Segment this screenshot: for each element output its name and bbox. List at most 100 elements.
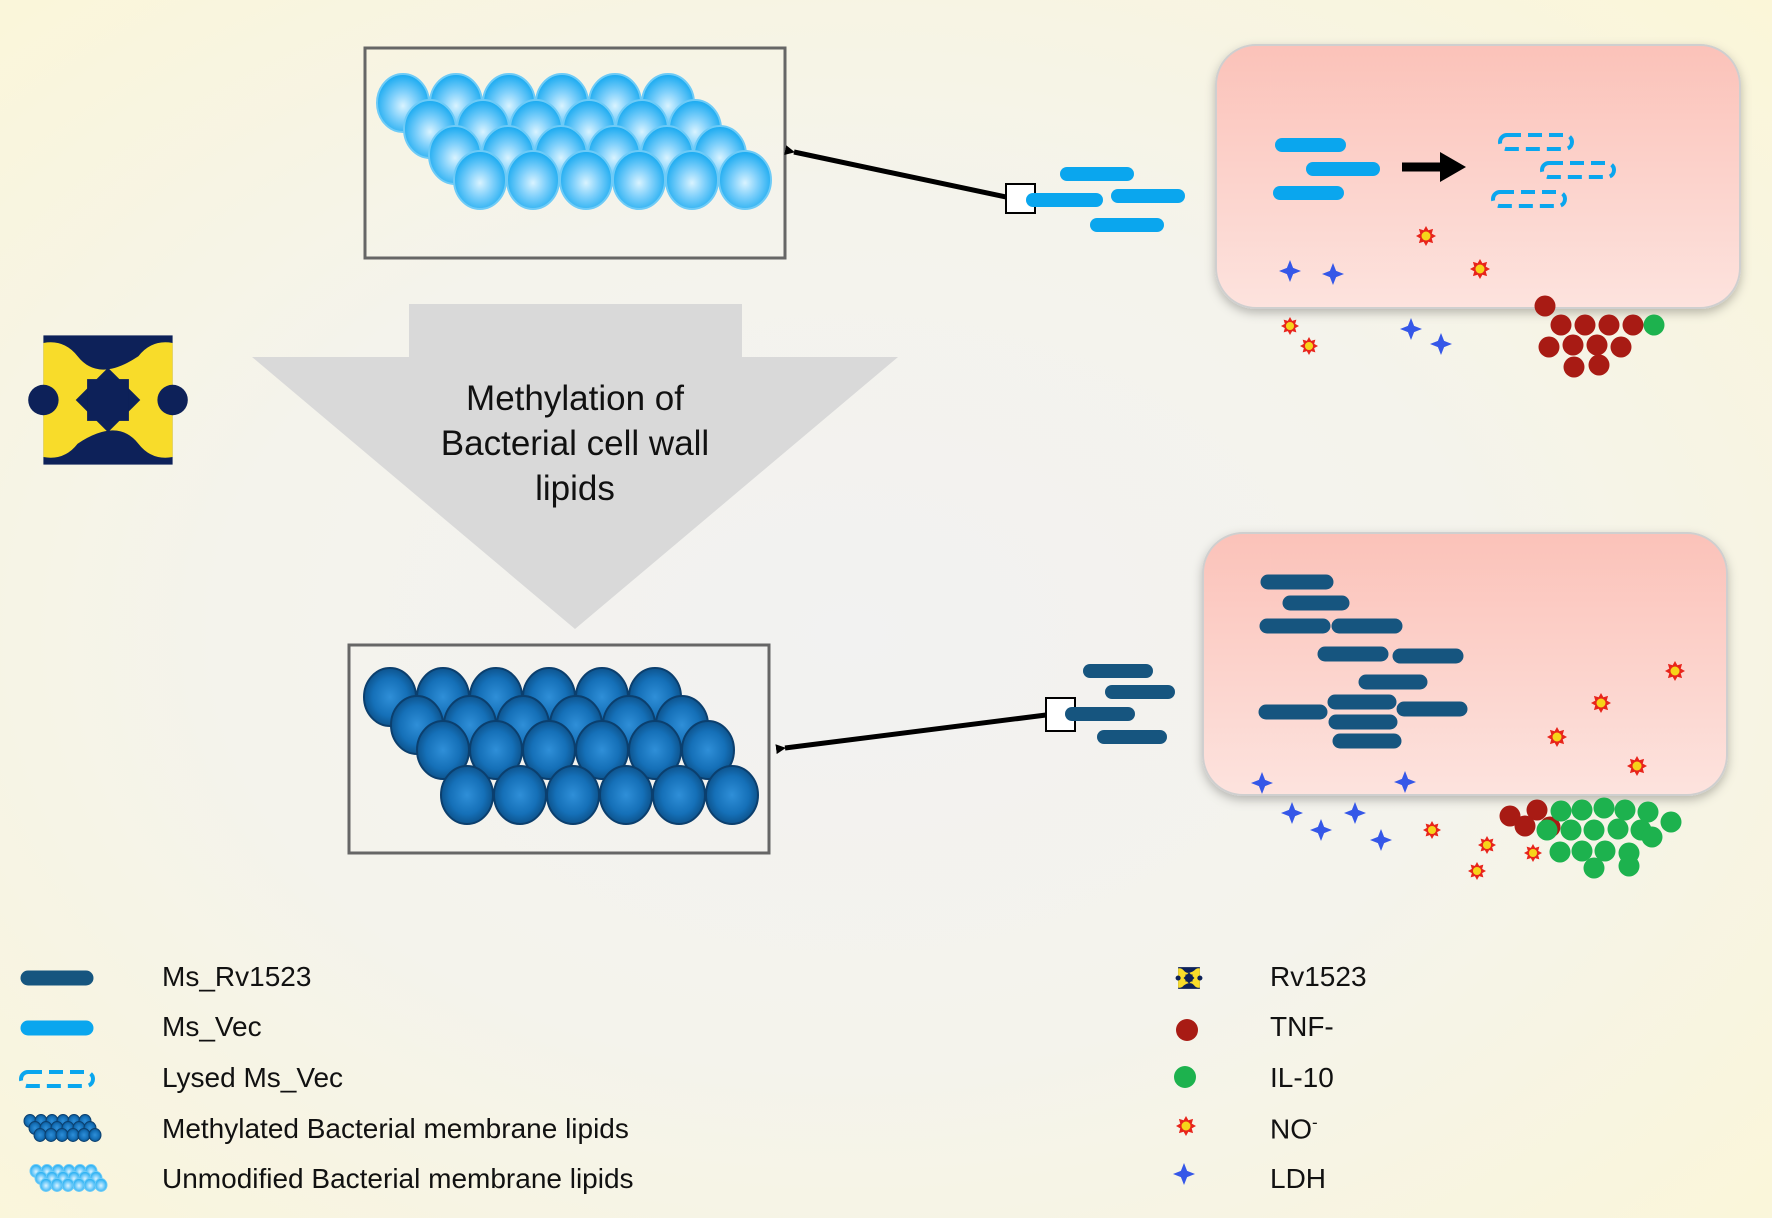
il10-dot xyxy=(1536,819,1558,841)
tnf-dot xyxy=(1499,805,1521,827)
il10-dot xyxy=(1550,800,1572,822)
lipid-bead-dark-mini xyxy=(77,1128,91,1142)
il10-dot xyxy=(1660,811,1682,833)
lipid-bead-dark xyxy=(599,765,653,825)
il10-dot xyxy=(1614,799,1636,821)
legend-label-no: NO- xyxy=(1270,1113,1318,1145)
enzyme-right-notch xyxy=(157,384,188,416)
ldh-star-icon xyxy=(1394,771,1416,793)
rv1523-enzyme-shape xyxy=(28,335,188,465)
arrow-label-line-3: lipids xyxy=(535,469,615,508)
bottom-connector-arrow xyxy=(775,712,1047,755)
lipid-bead-light xyxy=(453,150,507,210)
no-sunburst-icon xyxy=(1468,862,1486,880)
ldh-star-icon xyxy=(1281,802,1303,824)
bottom-lattice-frame xyxy=(347,643,771,855)
rv1523-enzyme-mini xyxy=(1175,967,1203,989)
no-sunburst-core xyxy=(1472,866,1482,876)
legend-il10-text: IL-10 xyxy=(1270,1062,1334,1093)
lysed-bacillus-icon xyxy=(19,1070,95,1088)
enzyme-core xyxy=(1185,974,1193,982)
legend-no-superscript: - xyxy=(1312,1113,1318,1132)
il10-dot xyxy=(1583,819,1605,841)
tnf-dot xyxy=(1622,314,1644,336)
enzyme-right-notch xyxy=(1197,975,1203,981)
legend-label-ms-vec: Ms_Vec xyxy=(162,1011,262,1042)
tnf-dot xyxy=(1514,815,1536,837)
il10-dot xyxy=(1571,840,1593,862)
lipid-bead-dark xyxy=(652,765,706,825)
unmodified-lipid-lattice-icon xyxy=(29,1164,108,1192)
lipid-bead-dark xyxy=(546,765,600,825)
rv1523-enzyme-icon xyxy=(28,335,188,465)
legend-label-rv1523: Rv1523 xyxy=(1270,961,1367,993)
il10-dot xyxy=(1607,818,1629,840)
unmodified-lipid-lattice xyxy=(376,73,772,210)
tnf-dot xyxy=(1526,799,1548,821)
il10-dot xyxy=(1643,314,1665,336)
methylation-arrow-label: Methylation of Bacterial cell wall lipid… xyxy=(380,376,770,511)
arrow-label-line-2: Bacterial cell wall xyxy=(440,424,710,463)
methylation-down-arrow xyxy=(252,304,898,629)
tnf-dot xyxy=(1563,356,1585,378)
no-sunburst-core xyxy=(1304,341,1314,351)
ldh-star-icon xyxy=(1344,802,1366,824)
lipid-bead-light-mini xyxy=(94,1178,108,1192)
legend-ldh-text: LDH xyxy=(1270,1163,1327,1194)
no-sunburst-core xyxy=(1632,761,1642,771)
lipid-bead-light-mini xyxy=(72,1178,86,1192)
lipid-bead-light xyxy=(612,150,666,210)
tnf-dot xyxy=(1588,354,1610,376)
enzyme-left-notch xyxy=(28,384,59,416)
no-sunburst-icon xyxy=(1300,337,1318,355)
tnf-dot xyxy=(1550,314,1572,336)
arrow-label-line-1: Methylation of xyxy=(466,379,684,418)
legend-label-il10: IL-10 xyxy=(1270,1062,1334,1094)
il10-dot xyxy=(1549,841,1571,863)
il10-dot xyxy=(1618,855,1640,877)
lipid-bead-dark xyxy=(705,765,759,825)
no-sunburst-icon xyxy=(1524,844,1542,862)
il10-dot xyxy=(1641,826,1663,848)
no-sunburst-icon xyxy=(1627,756,1647,776)
no-sunburst-icon xyxy=(1176,1116,1196,1136)
il10-dot-icon xyxy=(1174,1066,1196,1088)
no-sunburst-core xyxy=(1475,264,1485,274)
methylated-lipid-lattice-icon xyxy=(23,1114,102,1142)
il10-dot xyxy=(1583,857,1605,879)
lysis-arrow-head xyxy=(1440,152,1466,182)
tnf-dot xyxy=(1586,334,1608,356)
ldh-star-icon xyxy=(1322,263,1344,285)
no-sunburst-icon xyxy=(1591,693,1611,713)
no-sunburst-icon xyxy=(1281,317,1299,335)
lysed-bacillus xyxy=(1498,133,1574,151)
il10-dot xyxy=(1637,801,1659,823)
top-connector-arrow xyxy=(784,145,1021,203)
no-sunburst-core xyxy=(1285,321,1295,331)
no-sunburst-core xyxy=(1552,732,1562,742)
legend-label-ms-rv1523: Ms_Rv1523 xyxy=(162,961,312,992)
lipid-bead-light-mini xyxy=(50,1178,64,1192)
bottom-macrophage-contents xyxy=(1251,574,1685,794)
lipid-bead-dark-mini xyxy=(44,1128,58,1142)
no-sunburst-icon xyxy=(1478,836,1496,854)
tnf-dot xyxy=(1562,334,1584,356)
top-macrophage xyxy=(1215,44,1741,309)
lipid-bead-dark xyxy=(440,765,494,825)
no-sunburst-core xyxy=(1596,698,1606,708)
il10-dot xyxy=(1560,819,1582,841)
il10-dot xyxy=(1594,840,1616,862)
no-sunburst-icon xyxy=(1470,259,1490,279)
ldh-star-icon xyxy=(1310,819,1332,841)
no-sunburst-icon xyxy=(1547,727,1567,747)
lipid-bead-light-mini xyxy=(61,1178,75,1192)
legend-label-lysed-ms-vec: Lysed Ms_Vec xyxy=(162,1062,344,1093)
no-sunburst-core xyxy=(1421,231,1431,241)
tnf-dot xyxy=(1598,314,1620,336)
methylated-lipid-lattice xyxy=(363,667,759,825)
bottom-macrophage xyxy=(1202,532,1728,796)
no-sunburst-core xyxy=(1528,848,1538,858)
no-sunburst-core xyxy=(1427,825,1437,835)
ms-rv1523-bacilli-cluster xyxy=(1065,664,1175,744)
